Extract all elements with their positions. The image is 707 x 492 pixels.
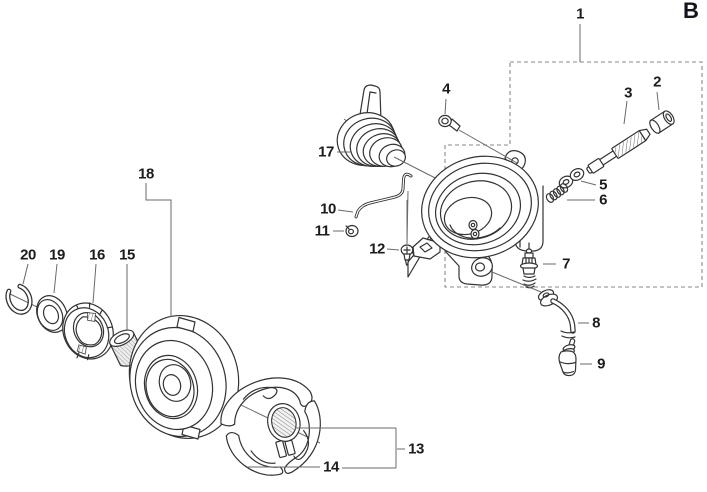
callout-18-label: 18	[138, 165, 154, 183]
callout-13-label: 13	[408, 440, 424, 458]
callout-7-label: 7	[562, 255, 570, 273]
piston-cap-part	[649, 91, 675, 134]
callout-10-label: 10	[320, 200, 336, 218]
callout-8-label: 8	[592, 314, 600, 332]
callout-12-label: 12	[369, 240, 385, 258]
hose-pointer-line	[491, 271, 542, 293]
leader-10	[337, 209, 354, 213]
clutch-drum-part	[128, 183, 240, 440]
callout-11-label: 11	[314, 222, 330, 240]
leader-2	[656, 91, 660, 111]
leader-4	[444, 98, 447, 115]
leader-12	[386, 248, 400, 251]
clutch-assembly-part	[220, 377, 405, 476]
leader-3	[623, 100, 628, 125]
pump-piston-part	[586, 100, 651, 174]
valve-part	[519, 242, 556, 289]
section-label: B	[683, 0, 699, 23]
washer-part	[36, 263, 68, 333]
callout-16-label: 16	[89, 246, 105, 264]
callout-4-label: 4	[442, 80, 450, 98]
clip-part	[333, 224, 359, 238]
callout-9-label: 9	[597, 355, 605, 373]
washers-part	[558, 168, 597, 189]
callout-5-label: 5	[599, 176, 607, 194]
leader-19	[53, 263, 58, 294]
circlip-part	[5, 283, 33, 315]
callout-2-label: 2	[653, 73, 661, 91]
screw-12-part	[386, 244, 414, 266]
leader-5	[580, 180, 597, 186]
screw-4-part	[438, 98, 518, 164]
worm-drive-part	[336, 84, 406, 168]
sprocket-part	[62, 263, 114, 361]
callout-17-label: 17	[318, 143, 334, 161]
callout-15-label: 15	[119, 246, 135, 264]
callout-6-label: 6	[599, 191, 607, 209]
oil-hose-part	[537, 289, 589, 349]
callout-1-label: 1	[576, 5, 584, 23]
leader-16	[92, 263, 97, 304]
callout-19-label: 19	[49, 246, 65, 264]
pickup-filter-part	[558, 344, 592, 377]
dashed-assembly-box	[444, 24, 703, 288]
callout-20-label: 20	[20, 246, 36, 264]
callout-3-label: 3	[624, 84, 632, 102]
rod-pointer-line	[406, 190, 409, 245]
leader-20	[22, 263, 29, 285]
callout-14-label: 14	[323, 458, 339, 476]
adjuster-rod-part	[337, 172, 413, 245]
spring-part	[545, 183, 595, 203]
oil-pump-body-part	[412, 150, 544, 286]
screw-4-pointer-line	[458, 129, 518, 164]
leader-18	[145, 183, 172, 317]
